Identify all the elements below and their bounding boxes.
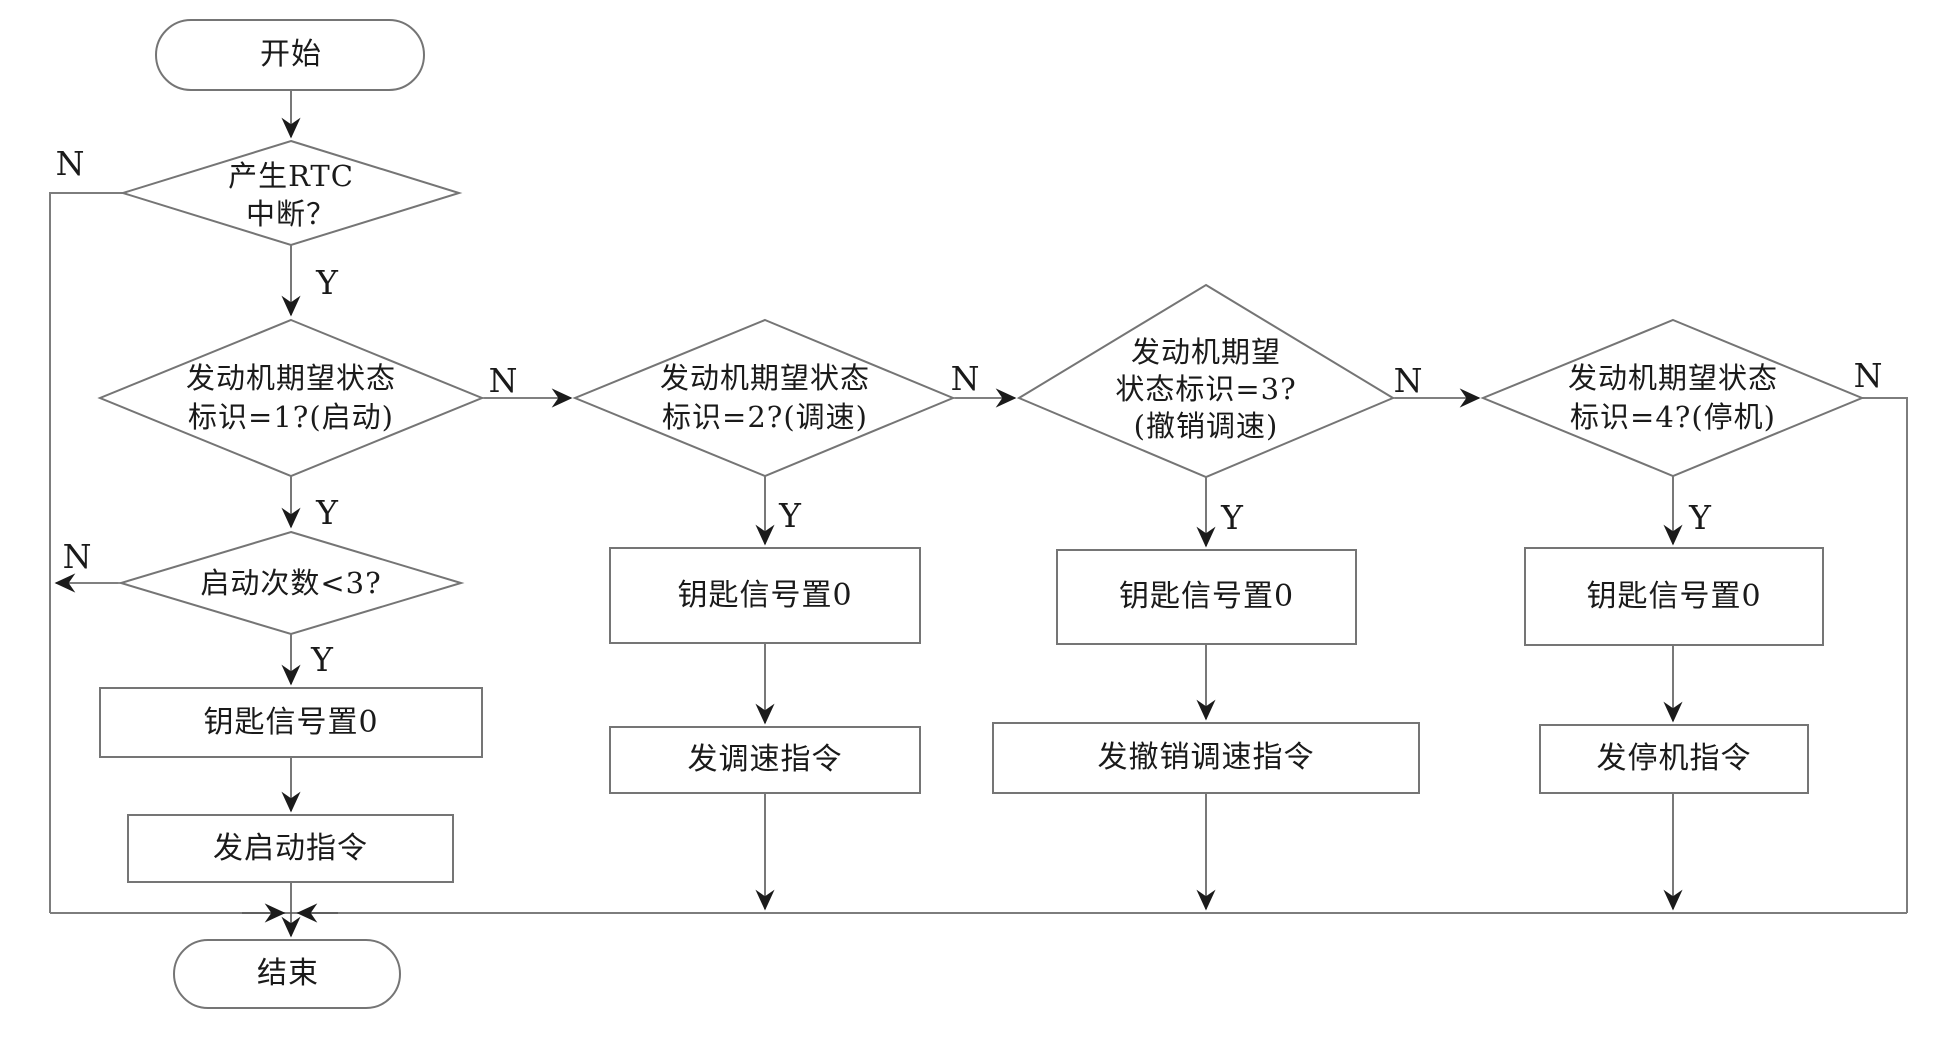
state4-decision-shape xyxy=(1480,318,1865,478)
send-cancel-speed-cmd-shape xyxy=(992,722,1420,794)
send-speed-cmd-shape xyxy=(609,726,921,794)
key-signal-1-shape xyxy=(99,687,483,758)
key-signal-2-shape xyxy=(609,547,921,644)
connectors xyxy=(54,90,1683,938)
start-count-decision-shape xyxy=(117,530,465,636)
key-signal-4-shape xyxy=(1524,547,1824,646)
state2-decision-shape xyxy=(572,318,956,478)
start-terminator-shape xyxy=(155,19,425,91)
send-start-cmd-shape xyxy=(127,814,454,883)
key-signal-3-shape xyxy=(1056,549,1357,645)
state4-no-return-line xyxy=(1862,397,1908,913)
end-terminator-shape xyxy=(173,939,401,1009)
send-stop-cmd-shape xyxy=(1539,724,1809,794)
return-lines xyxy=(49,192,1908,914)
rtc-decision-shape xyxy=(119,139,463,247)
rtc-no-return-line xyxy=(49,192,123,913)
state1-decision-shape xyxy=(97,318,485,478)
state3-decision-shape xyxy=(1016,283,1396,479)
node-shapes xyxy=(97,19,1865,1009)
